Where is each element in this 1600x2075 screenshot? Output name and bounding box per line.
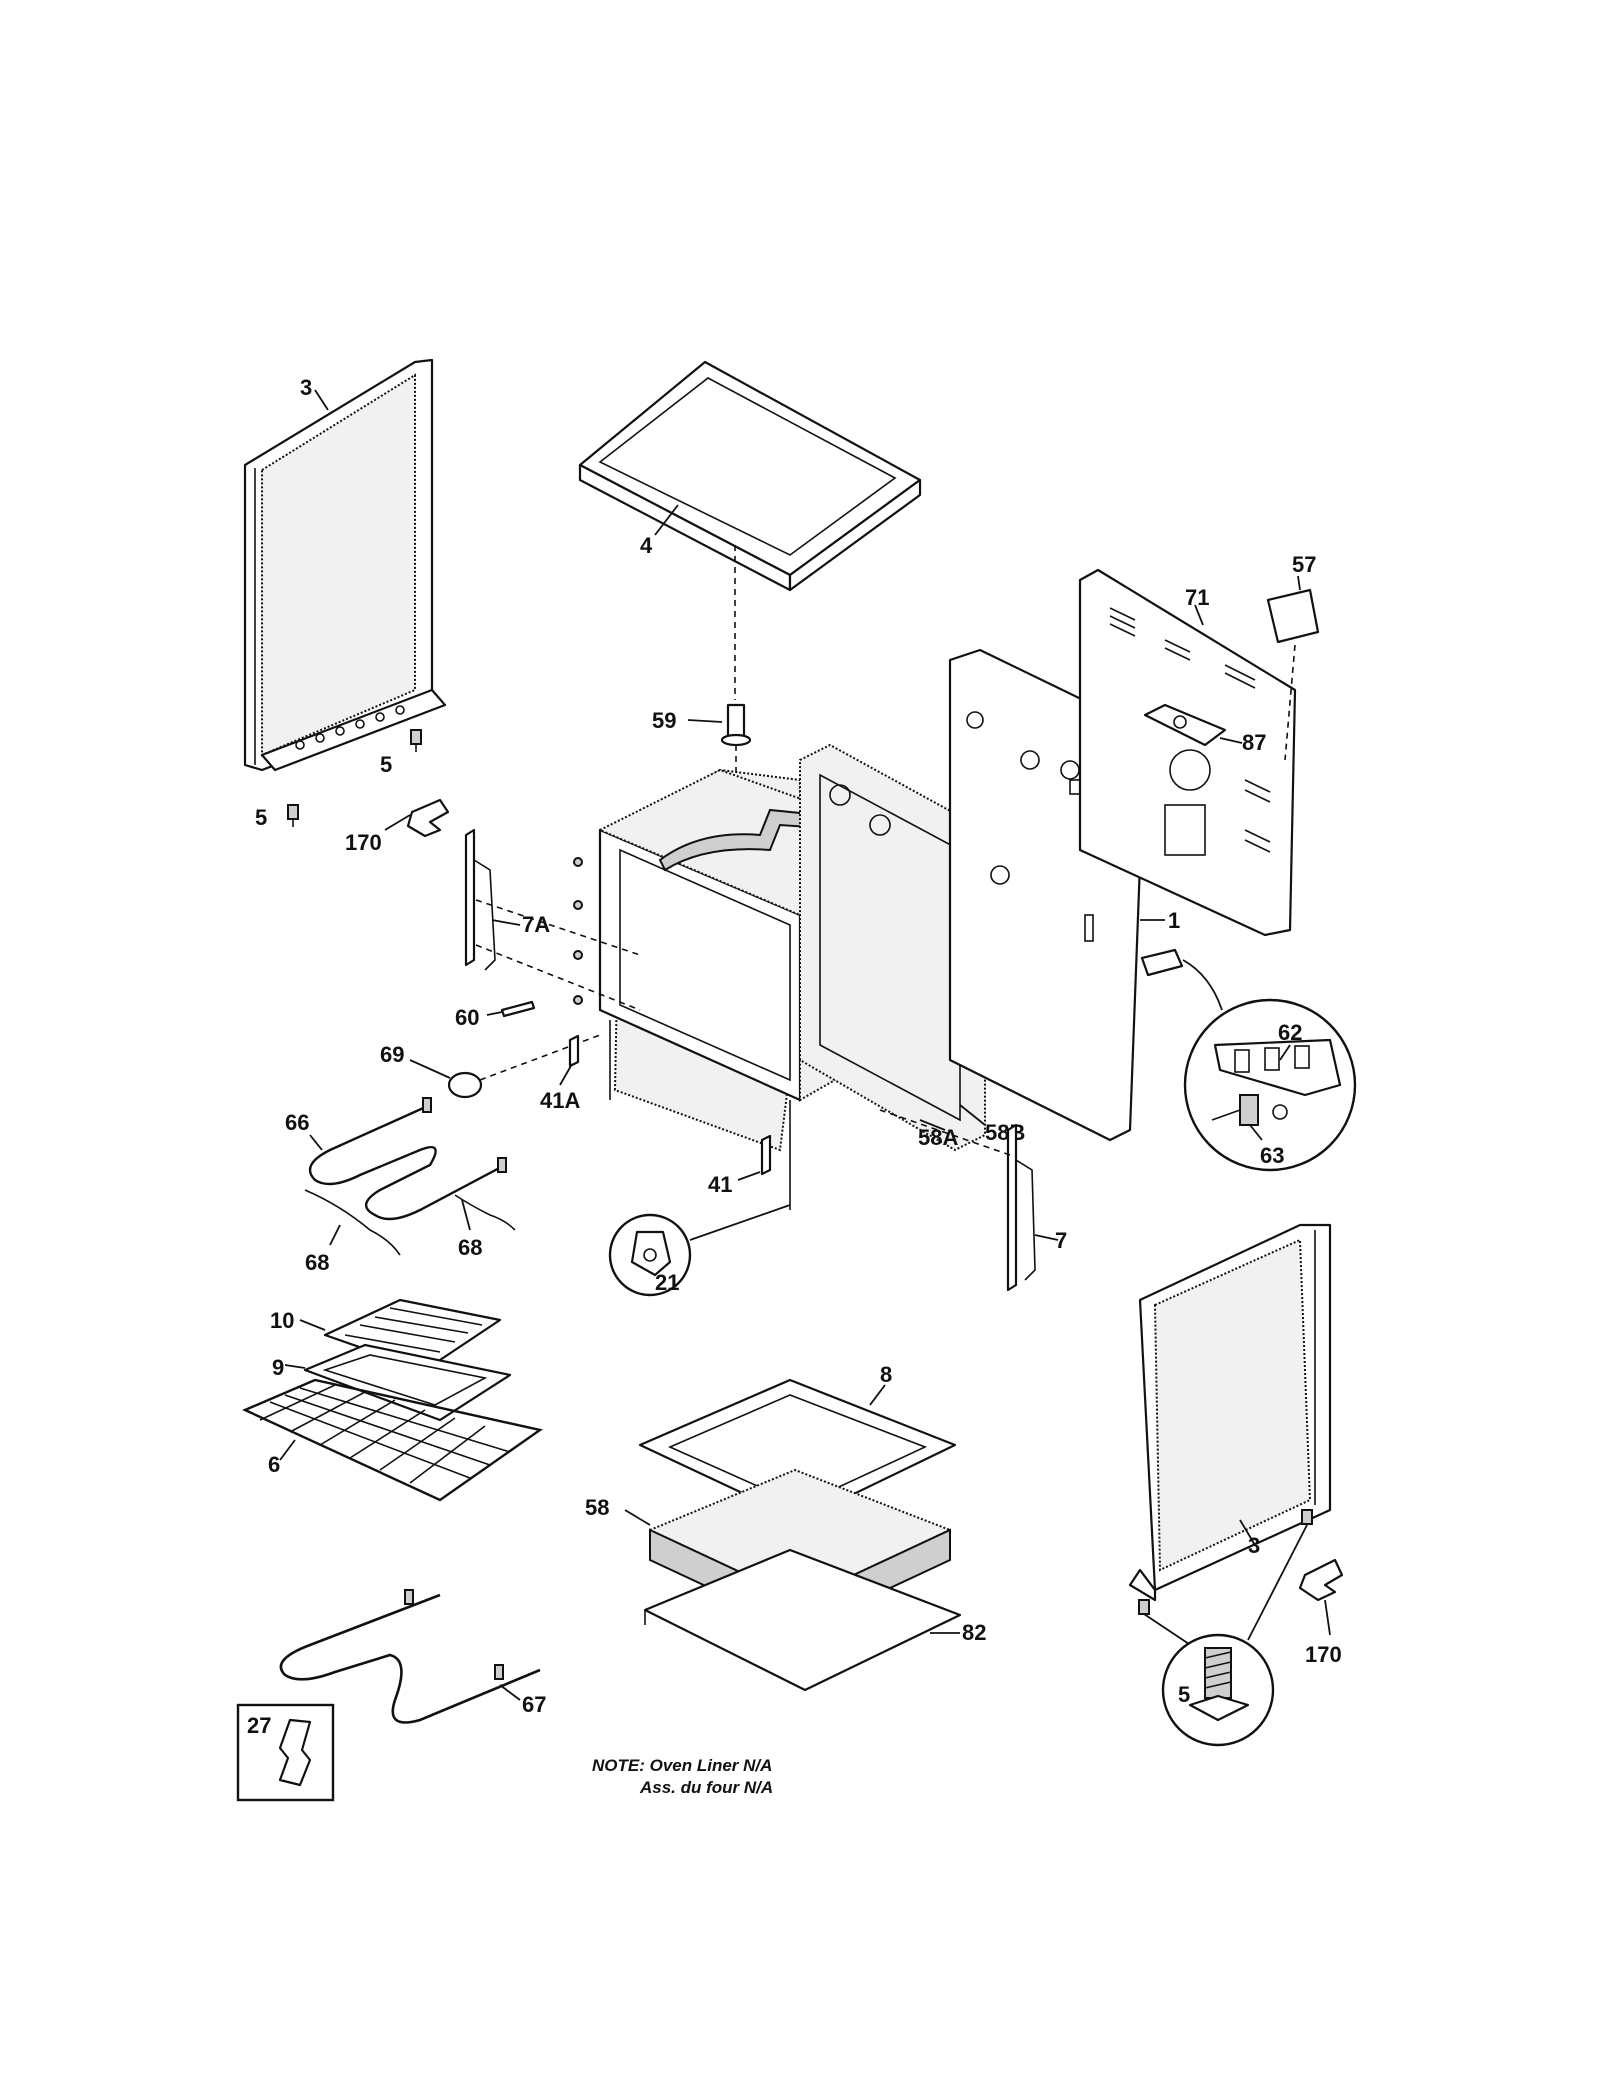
screw-icon (410, 729, 422, 752)
oven-rack (242, 1378, 543, 1502)
label-bake-element: 67 (522, 1692, 546, 1717)
label-broiler-grid: 10 (270, 1308, 294, 1333)
clip-27 (278, 1718, 312, 1787)
label-screw-63: 63 (1260, 1143, 1284, 1168)
label-bracket-right: 170 (1305, 1642, 1342, 1667)
nut-icon (630, 1230, 672, 1277)
terminal-small (1140, 948, 1184, 977)
label-clip-41: 41 (708, 1172, 732, 1197)
label-rack-support-left: 7A (522, 912, 550, 937)
label-terminal: 62 (1278, 1020, 1302, 1045)
drawer-bottom (643, 1548, 962, 1692)
clip-41 (760, 1134, 772, 1176)
screw-icon (1138, 1599, 1150, 1615)
clip-41a (568, 1034, 580, 1068)
side-panel-left (243, 358, 447, 772)
plate-87 (1143, 703, 1227, 747)
label-insulation-58a: 58A (918, 1125, 958, 1150)
screw-icon (1211, 1094, 1288, 1126)
bake-element (279, 1589, 541, 1724)
tube-59 (720, 703, 752, 747)
label-nut: 21 (655, 1270, 679, 1295)
label-cover: 57 (1292, 552, 1316, 577)
screw-icon (1301, 1509, 1313, 1525)
label-side-panel-left: 3 (300, 375, 312, 400)
light-icon (447, 1071, 483, 1099)
label-drawer-bottom: 82 (962, 1620, 986, 1645)
label-tube: 59 (652, 708, 676, 733)
label-insulation-58: 58 (585, 1495, 609, 1520)
side-panel-right (1128, 1223, 1332, 1602)
label-wire-b: 68 (458, 1235, 482, 1260)
top-panel (578, 360, 922, 592)
broiler-pan (303, 1343, 512, 1422)
label-back-panel: 71 (1185, 585, 1209, 610)
insulation-58b (799, 743, 991, 1152)
rack-support-right (1006, 1123, 1036, 1292)
label-light: 69 (380, 1042, 404, 1067)
label-clip-41a: 41A (540, 1088, 580, 1113)
label-rack-support-right: 7 (1055, 1228, 1067, 1253)
label-insulation-58b: 58B (985, 1120, 1025, 1145)
cover-57 (1266, 588, 1320, 644)
label-screw-left-b: 5 (255, 805, 267, 830)
clip-60 (500, 1000, 536, 1018)
label-oven-rack: 6 (268, 1452, 280, 1477)
note-line-1: NOTE: Oven Liner N/A (592, 1756, 773, 1775)
back-panel (1078, 568, 1297, 937)
rack-support-left (464, 828, 496, 971)
label-back-frame: 1 (1168, 908, 1180, 933)
leveler-icon (1188, 1647, 1250, 1722)
label-drawer-frame: 8 (880, 1362, 892, 1387)
label-bracket-left: 170 (345, 830, 382, 855)
bracket-right (1298, 1558, 1344, 1602)
screw-icon (287, 804, 299, 827)
broil-element (308, 1097, 507, 1221)
label-side-panel-right: 3 (1248, 1533, 1260, 1558)
label-leveler: 5 (1178, 1682, 1190, 1707)
label-broil-element: 66 (285, 1110, 309, 1135)
label-top-panel: 4 (640, 533, 653, 558)
label-clip-60: 60 (455, 1005, 479, 1030)
terminal-block (1213, 1038, 1342, 1097)
label-plate: 87 (1242, 730, 1266, 755)
note-line-2: Ass. du four N/A (640, 1778, 774, 1797)
note-oven-liner: NOTE: Oven Liner N/A Ass. du four N/A (592, 1755, 912, 1799)
label-clip-27: 27 (247, 1713, 271, 1738)
label-wire-a: 68 (305, 1250, 329, 1275)
label-screw-left-a: 5 (380, 752, 392, 777)
bracket-left (406, 798, 450, 838)
label-broiler-pan: 9 (272, 1355, 284, 1380)
